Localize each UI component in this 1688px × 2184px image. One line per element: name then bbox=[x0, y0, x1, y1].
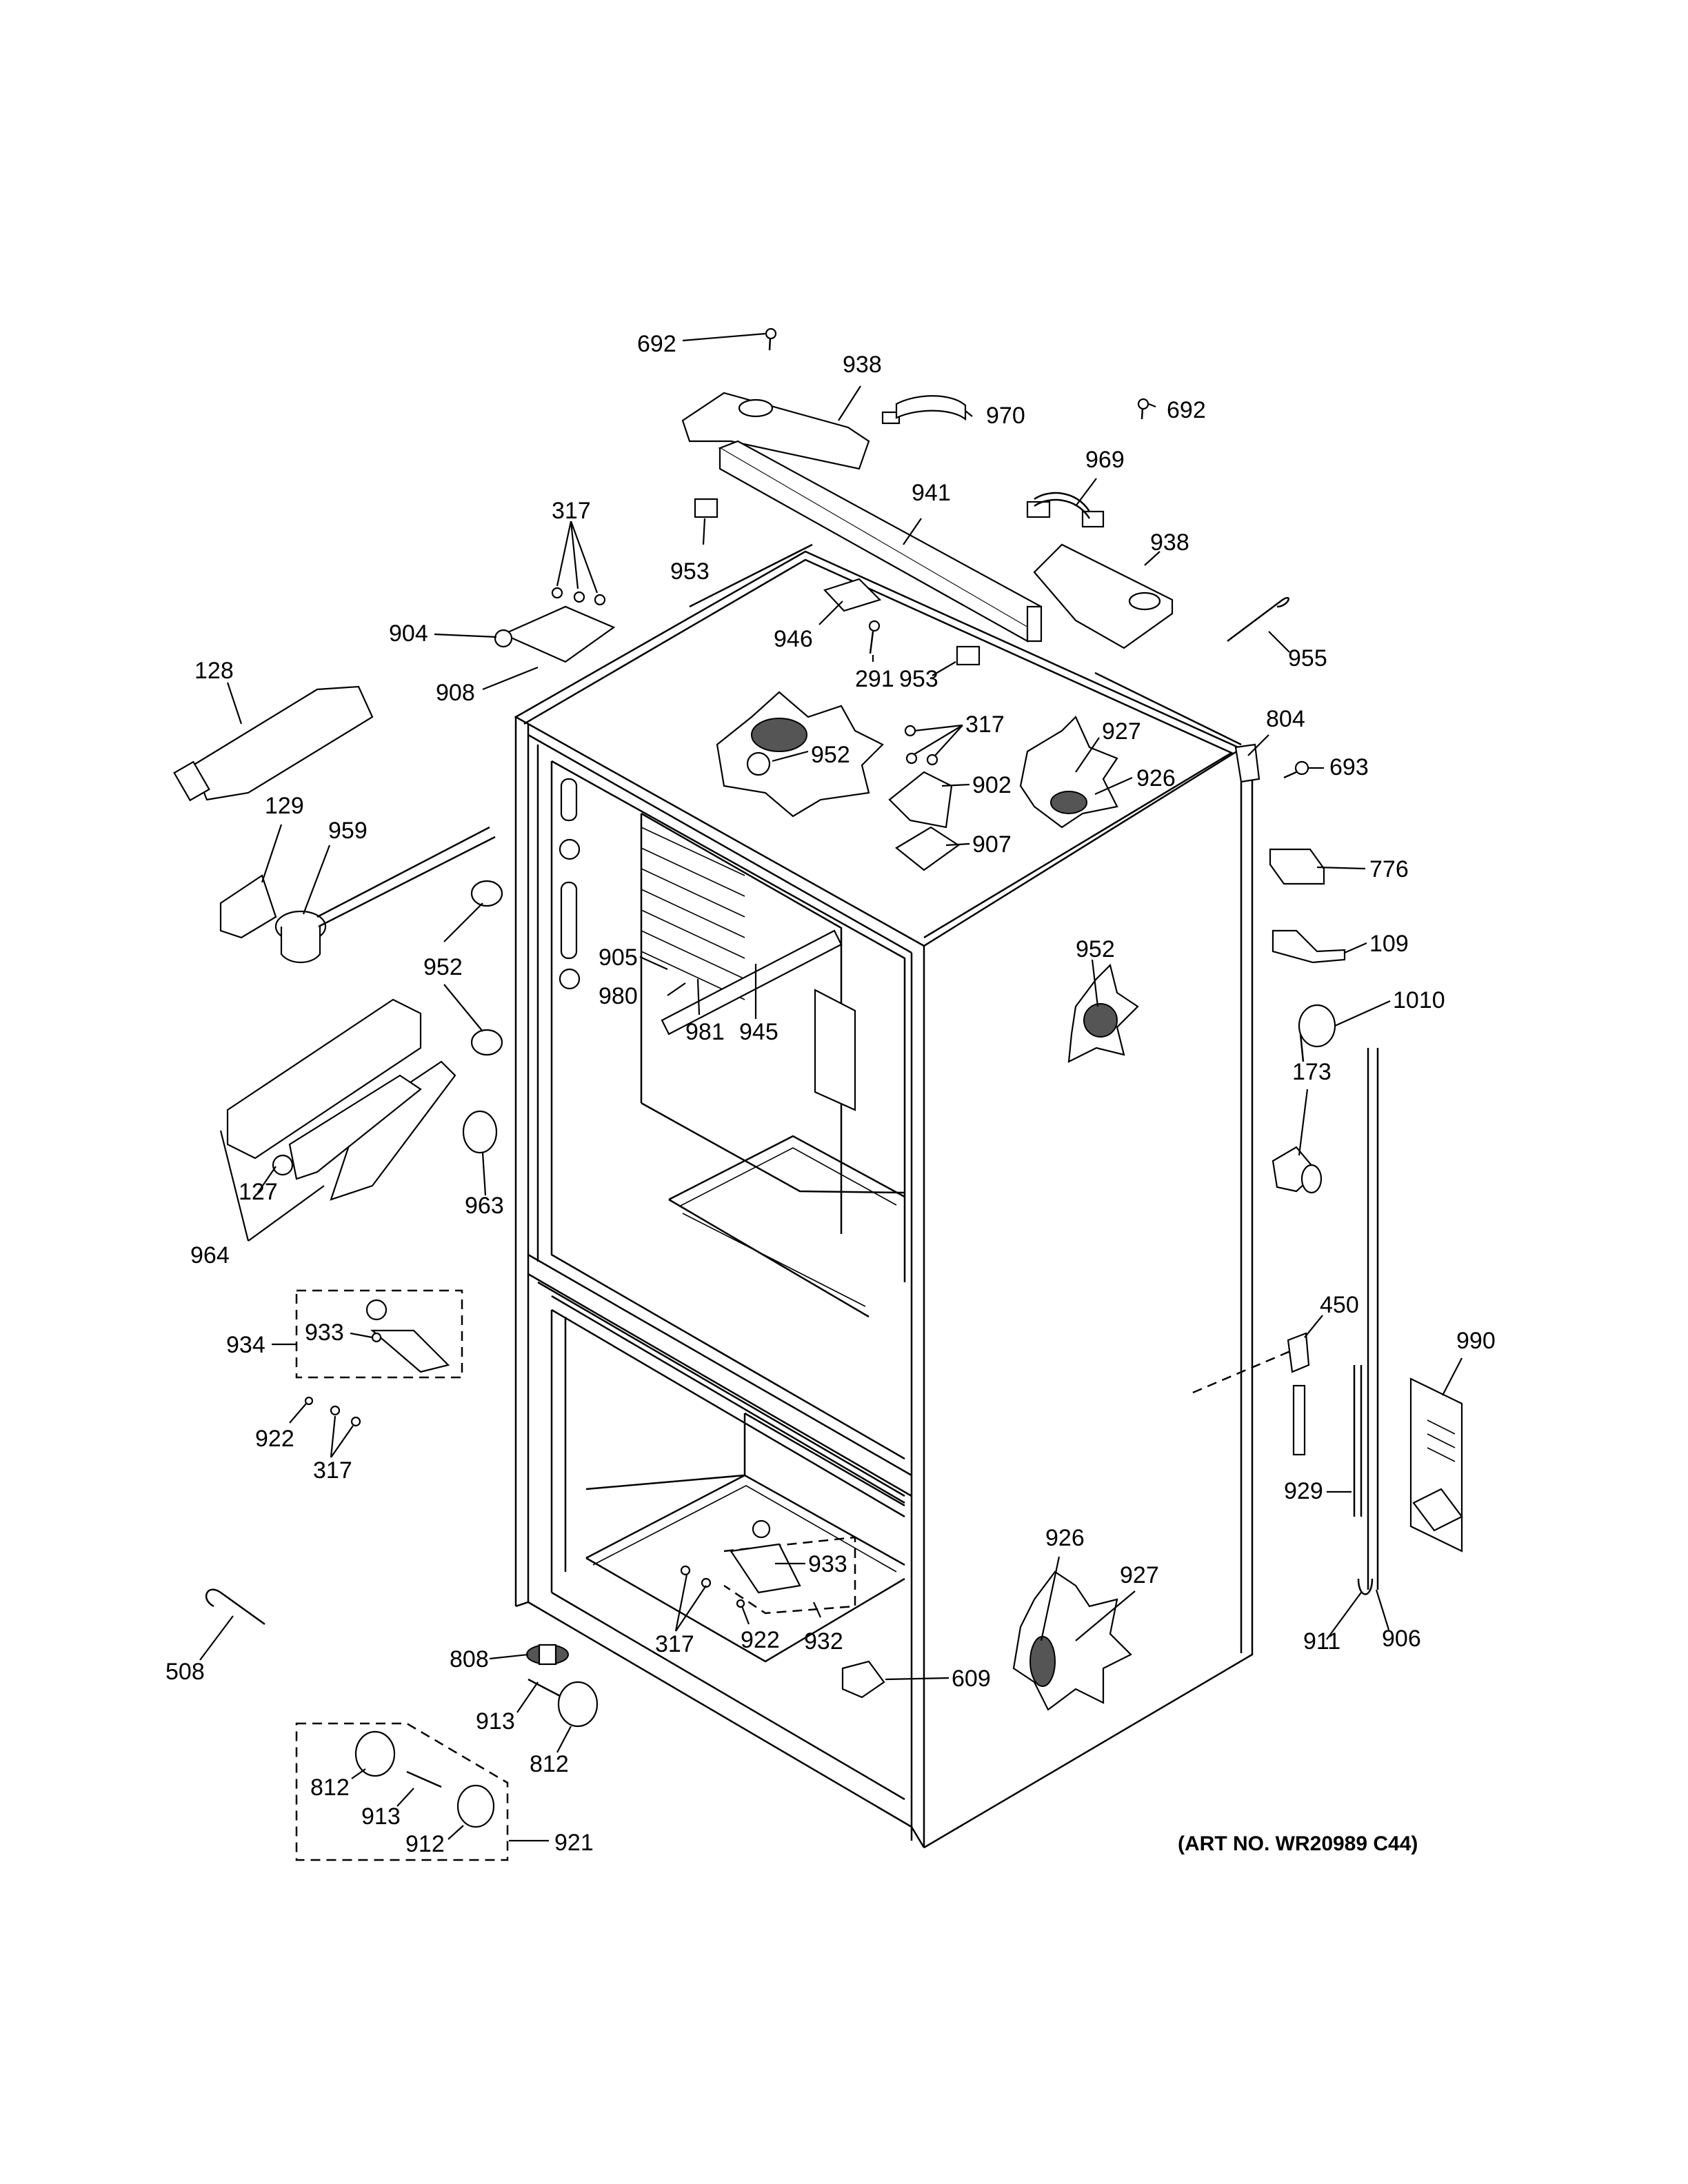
left-parts bbox=[173, 685, 503, 1626]
part-label: 904 bbox=[389, 620, 428, 647]
part-label: 812 bbox=[310, 1775, 350, 1801]
part-label: 921 bbox=[554, 1830, 594, 1856]
part-label: 922 bbox=[741, 1627, 780, 1653]
part-label: 508 bbox=[165, 1659, 205, 1685]
top-assembly bbox=[494, 327, 1309, 871]
part-labels: 692 938 970 692 969 941 938 953 317 946 … bbox=[165, 331, 1496, 1857]
part-label: 906 bbox=[1382, 1626, 1421, 1652]
part-label: 929 bbox=[1284, 1478, 1323, 1504]
part-label: 911 bbox=[1303, 1628, 1340, 1655]
bottom-parts bbox=[295, 1519, 885, 1861]
part-label: 1010 bbox=[1393, 987, 1445, 1013]
part-label: 980 bbox=[599, 983, 638, 1009]
part-label: 317 bbox=[655, 1631, 694, 1657]
part-label: 934 bbox=[226, 1332, 265, 1358]
part-label: 964 bbox=[190, 1242, 230, 1268]
part-label: 953 bbox=[899, 666, 938, 692]
part-label: 128 bbox=[194, 658, 234, 684]
part-label: 693 bbox=[1329, 754, 1369, 780]
part-label: 808 bbox=[450, 1646, 489, 1672]
part-label: 907 bbox=[972, 831, 1012, 858]
part-label: 609 bbox=[952, 1666, 991, 1692]
art-number: (ART NO. WR20989 C44) bbox=[1178, 1832, 1418, 1855]
part-label: 945 bbox=[739, 1019, 778, 1045]
part-label: 776 bbox=[1369, 856, 1409, 882]
evaporator-coil bbox=[641, 827, 745, 1000]
part-label: 932 bbox=[804, 1628, 843, 1655]
part-label: 963 bbox=[465, 1193, 504, 1219]
part-label: 804 bbox=[1266, 706, 1305, 732]
part-label: 908 bbox=[436, 680, 475, 706]
part-label: 938 bbox=[843, 352, 882, 378]
part-label: 317 bbox=[965, 711, 1005, 738]
part-label: 969 bbox=[1085, 447, 1125, 473]
part-label: 990 bbox=[1456, 1328, 1496, 1354]
part-label: 959 bbox=[328, 818, 368, 844]
leader-lines bbox=[199, 332, 1463, 1842]
part-label: 952 bbox=[811, 742, 850, 768]
refrigerator-cabinet bbox=[514, 543, 1304, 1849]
part-label: 913 bbox=[476, 1708, 515, 1735]
part-label: 927 bbox=[1120, 1562, 1159, 1588]
right-parts bbox=[1269, 848, 1463, 1595]
part-label: 692 bbox=[637, 331, 676, 357]
part-label: 941 bbox=[912, 480, 951, 506]
part-label: 953 bbox=[670, 558, 710, 585]
part-label: 955 bbox=[1288, 645, 1327, 671]
part-label: 905 bbox=[599, 944, 638, 971]
part-label: 127 bbox=[239, 1179, 278, 1205]
part-label: 109 bbox=[1369, 931, 1409, 957]
part-label: 922 bbox=[255, 1426, 294, 1452]
part-label: 926 bbox=[1136, 765, 1176, 791]
part-label: 317 bbox=[552, 498, 591, 524]
part-label: 946 bbox=[774, 626, 813, 652]
part-label: 173 bbox=[1292, 1059, 1332, 1085]
part-label: 933 bbox=[808, 1551, 847, 1577]
part-label: 926 bbox=[1045, 1525, 1085, 1551]
part-label: 952 bbox=[423, 954, 463, 980]
part-label: 927 bbox=[1102, 718, 1141, 745]
part-label: 912 bbox=[405, 1831, 445, 1857]
part-label: 317 bbox=[313, 1457, 352, 1484]
part-label: 291 bbox=[855, 666, 894, 692]
part-label: 970 bbox=[986, 403, 1025, 429]
part-label: 933 bbox=[305, 1320, 344, 1346]
part-label: 981 bbox=[685, 1019, 725, 1045]
part-label: 812 bbox=[530, 1751, 569, 1777]
part-label: 913 bbox=[361, 1803, 401, 1830]
part-label: 952 bbox=[1076, 936, 1115, 962]
part-label: 692 bbox=[1167, 397, 1206, 423]
part-label: 129 bbox=[265, 793, 304, 819]
part-label: 450 bbox=[1320, 1292, 1359, 1318]
part-label: 938 bbox=[1150, 529, 1189, 556]
part-label: 902 bbox=[972, 772, 1012, 798]
